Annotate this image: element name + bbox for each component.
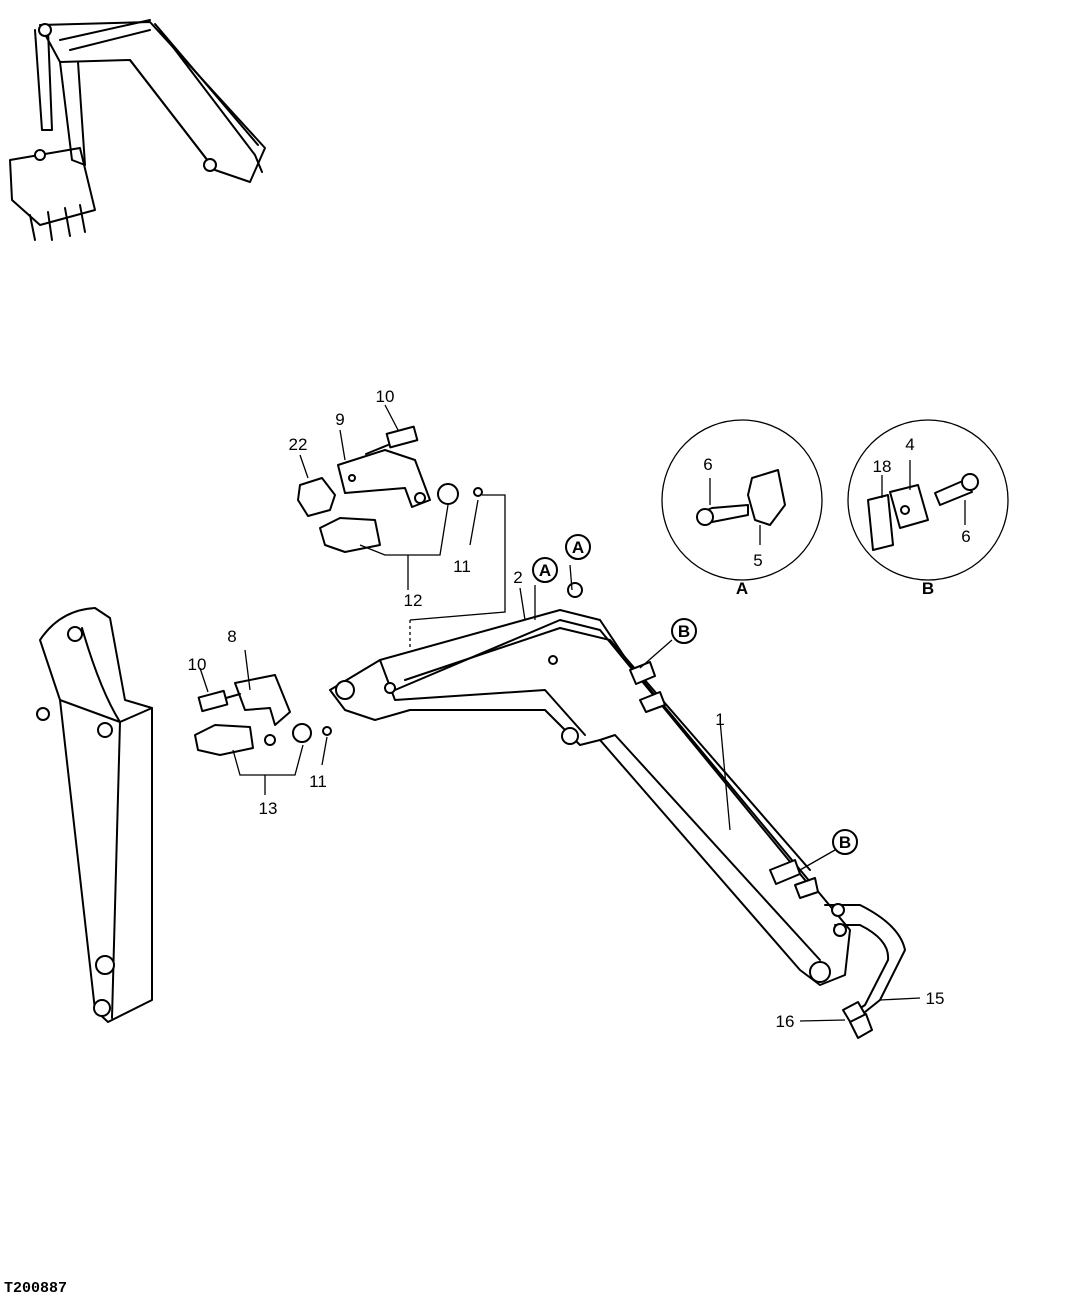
callout-11-upper: 11 [453,557,471,576]
marker-text: A [539,561,551,580]
excavator-overview [9,19,266,241]
callout-4: 4 [905,435,914,454]
upper-coupler-group [297,425,483,590]
callout-15: 15 [926,989,945,1008]
figure-id: T200887 [4,1280,67,1297]
callout-10-lower: 10 [188,655,207,674]
callout-10-upper: 10 [376,387,395,406]
callout-18: 18 [873,457,892,476]
detail-marker-a1: A [532,557,558,583]
callout-16: 16 [776,1012,795,1031]
detail-marker-b2: B [832,829,858,855]
callout-9: 9 [335,410,344,429]
callout-8: 8 [227,627,236,646]
detail-view-a [661,419,823,581]
detail-view-b-label: B [922,579,934,598]
callout-12: 12 [404,591,423,610]
callout-2: 2 [513,568,522,587]
boom [329,494,906,1039]
marker-text: B [678,622,690,641]
detail-marker-b1: B [671,618,697,644]
callout-11-lower: 11 [309,772,327,791]
lower-coupler-group [194,674,332,795]
callout-1: 1 [715,710,724,729]
callout-13: 13 [259,799,278,818]
callout-5: 5 [753,551,762,570]
callout-22: 22 [289,435,308,454]
arm [36,607,153,1023]
marker-text: B [839,833,851,852]
leader-lines [199,404,921,1022]
detail-view-b [847,419,1009,581]
callout-6-a: 6 [703,455,712,474]
marker-text: A [572,538,584,557]
callout-6-b: 6 [961,527,970,546]
detail-marker-a2: A [565,534,591,560]
detail-view-a-label: A [736,579,748,598]
